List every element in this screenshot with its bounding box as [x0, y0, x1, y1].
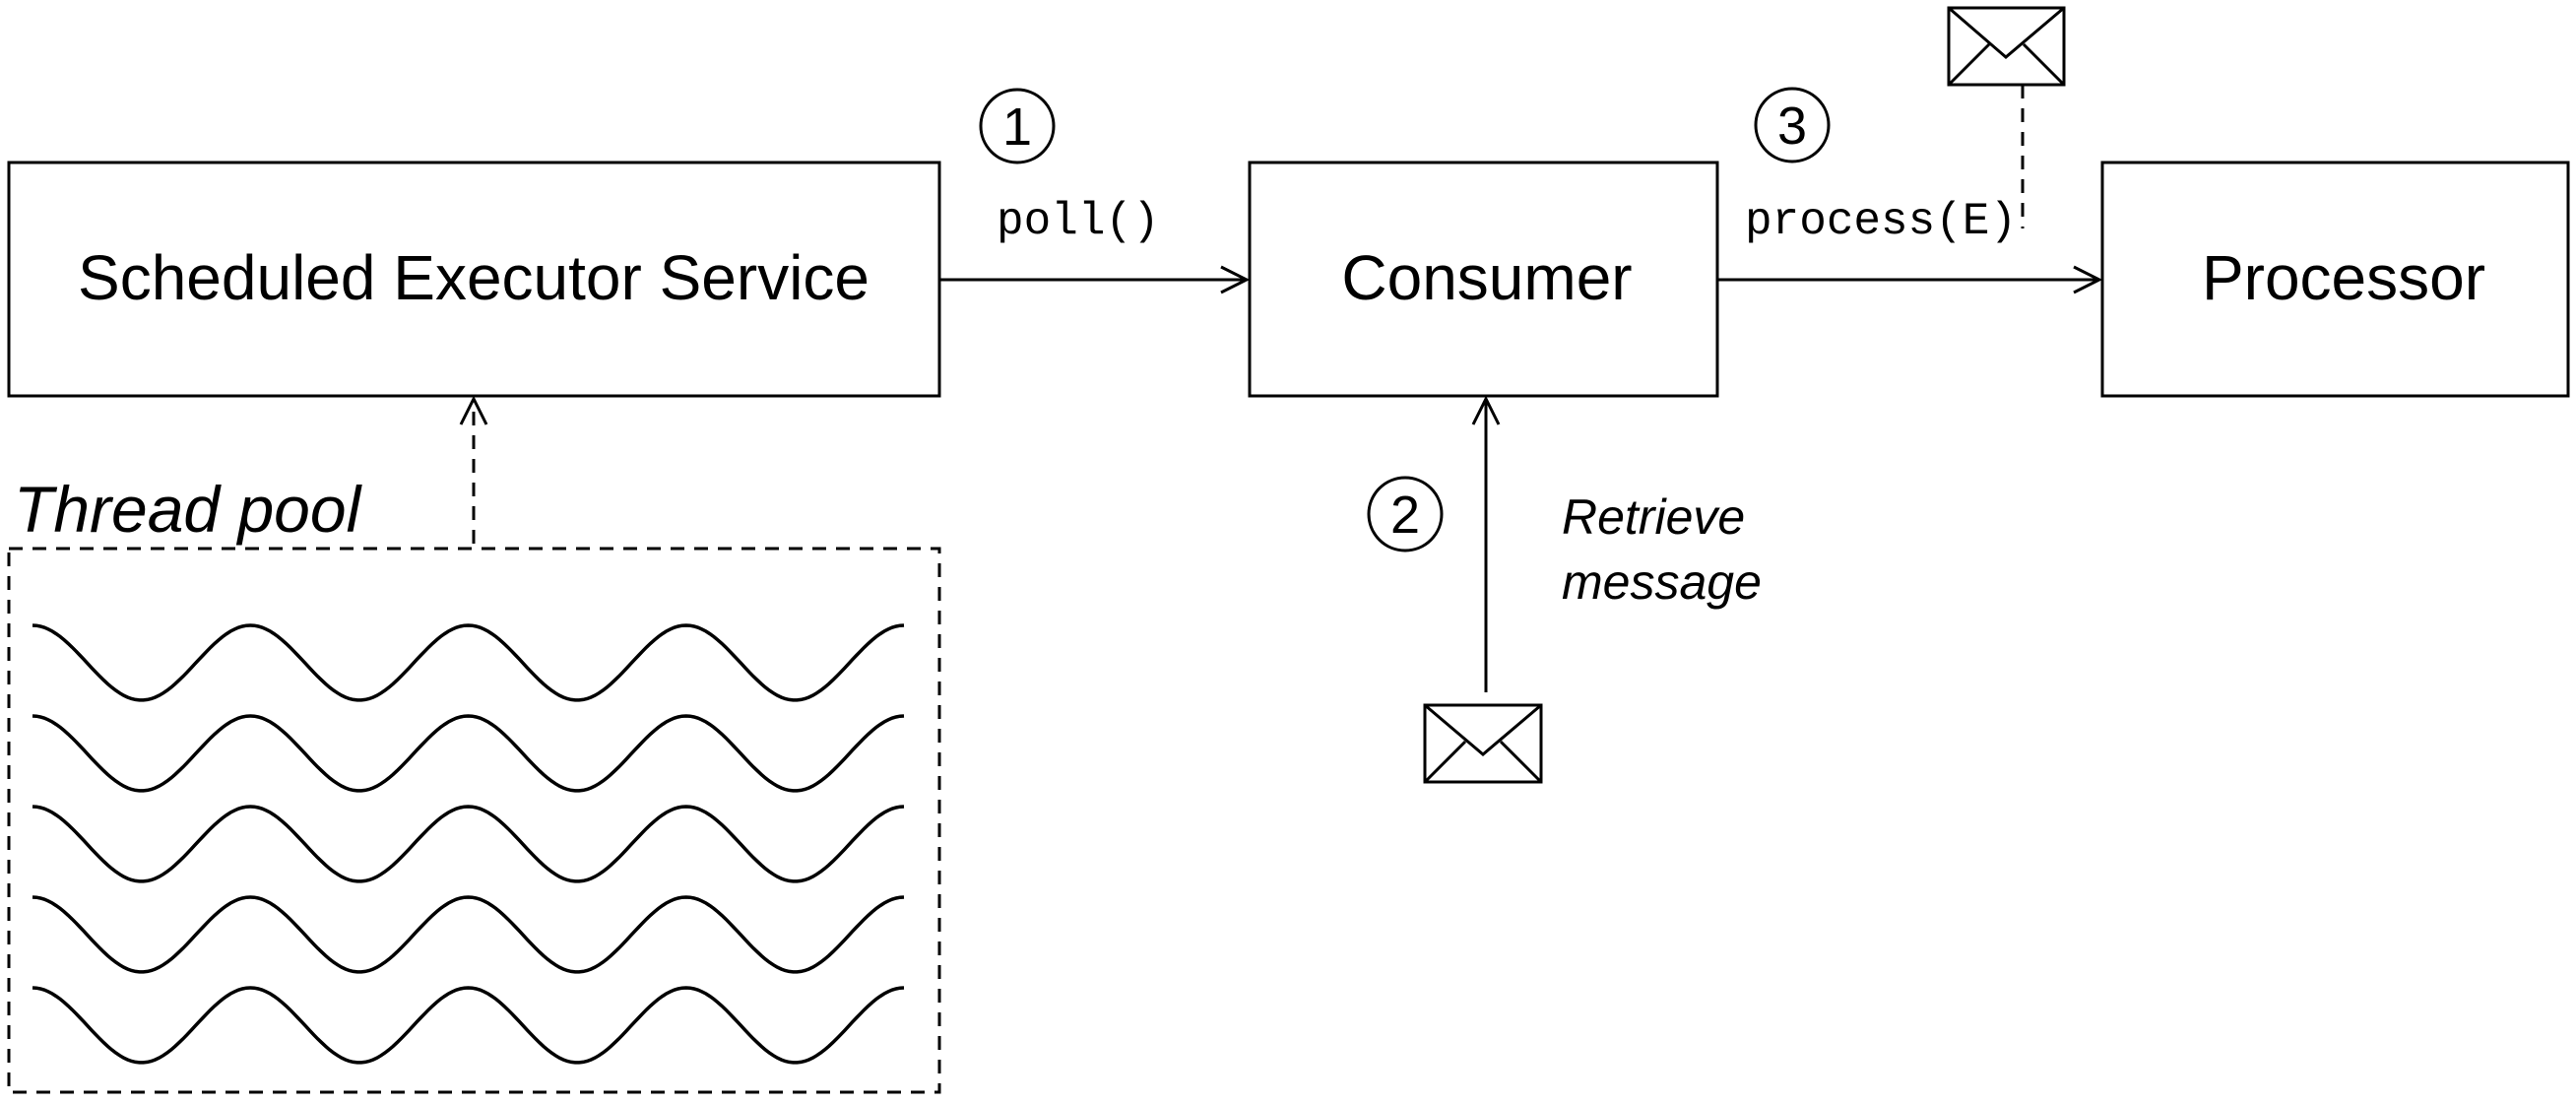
thread-wave	[32, 895, 905, 974]
poll-label: poll()	[997, 196, 1160, 247]
step-2-badge	[1367, 476, 1444, 552]
consumer-label: Consumer	[1341, 242, 1632, 313]
thread-pool: Thread pool	[7, 399, 941, 1094]
thread-wave	[32, 714, 905, 793]
thread-wave	[32, 623, 905, 702]
step-3-badge	[1754, 87, 1831, 163]
step-3-number: 3	[1777, 97, 1807, 156]
step-1-badge	[979, 88, 1056, 164]
envelope-icon	[1423, 703, 1543, 784]
processor-node: Processor	[2100, 161, 2570, 398]
step-1-number: 1	[1002, 97, 1032, 157]
step-2-number: 2	[1390, 486, 1420, 545]
process-label: process(E)	[1745, 196, 2017, 247]
processor-label: Processor	[2202, 242, 2485, 313]
poll-edge: 1 poll()	[939, 88, 1247, 280]
process-edge: 3 process(E)	[1717, 6, 2099, 280]
thread-wave	[32, 805, 905, 883]
retrieve-label-line1: Retrieve	[1562, 489, 1745, 545]
thread-pool-label: Thread pool	[14, 473, 363, 546]
scheduled-executor-service-label: Scheduled Executor Service	[78, 242, 869, 313]
retrieve-label-line2: message	[1562, 554, 1762, 610]
retrieve-edge: 2 Retrieve message	[1367, 399, 1762, 784]
consumer-node: Consumer	[1248, 161, 1719, 398]
thread-waves	[32, 623, 905, 1065]
scheduled-executor-service-node: Scheduled Executor Service	[7, 161, 941, 398]
envelope-icon	[1947, 6, 2066, 87]
thread-wave	[32, 986, 905, 1065]
thread-pool-container	[7, 547, 941, 1094]
